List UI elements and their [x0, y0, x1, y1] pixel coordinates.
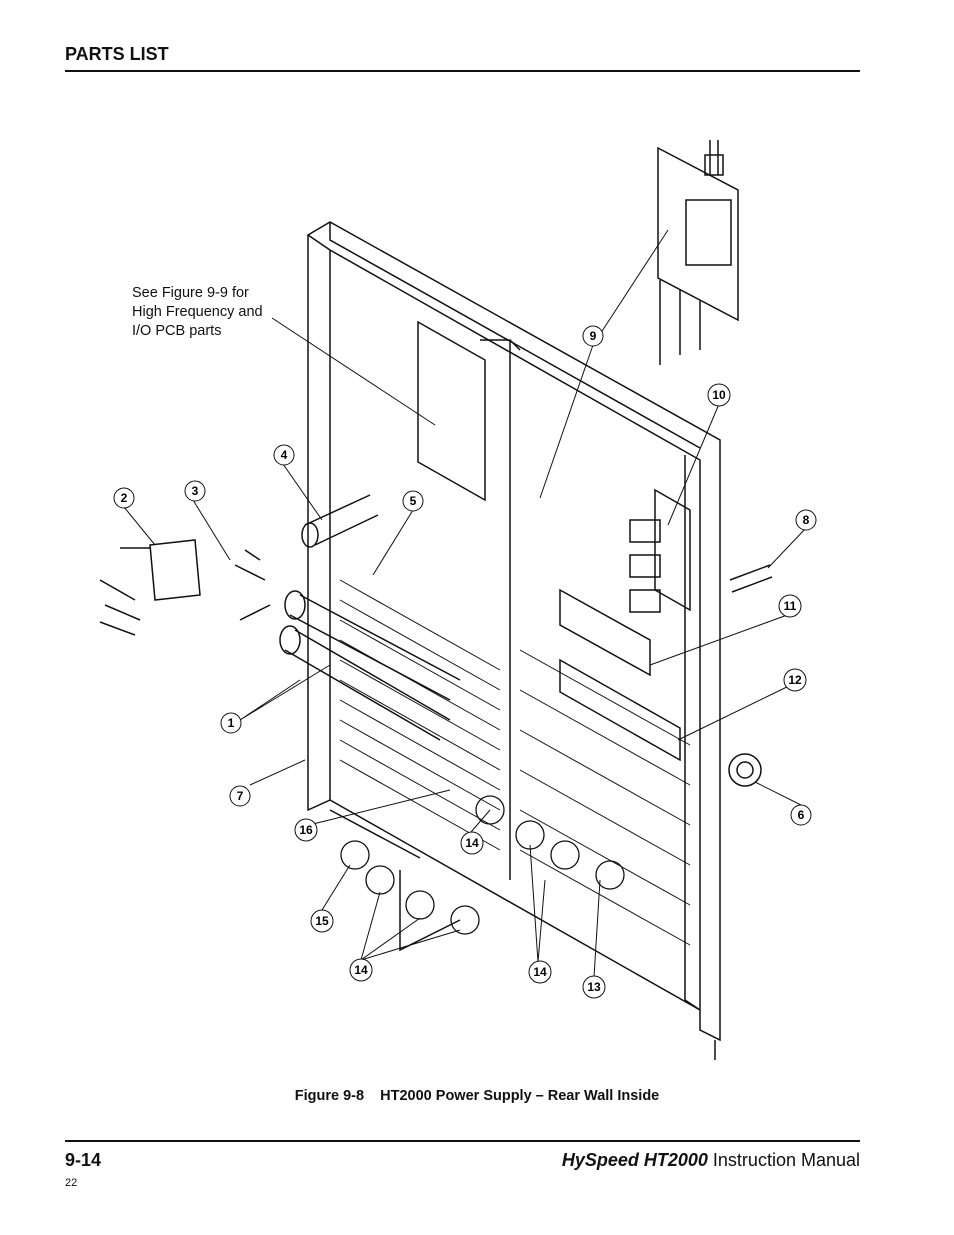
page-header-title: PARTS LIST	[65, 44, 169, 64]
connector-6	[728, 753, 762, 787]
callout-11: 11	[778, 594, 802, 618]
callout-1: 1	[220, 712, 242, 734]
page-number: 9-14	[65, 1150, 102, 1170]
callout-7: 7	[229, 785, 251, 807]
callout-6: 6	[790, 804, 812, 826]
svg-text:14: 14	[533, 965, 547, 979]
callout-2: 2	[113, 487, 135, 509]
svg-text:15: 15	[315, 914, 329, 928]
connector-8	[729, 564, 773, 593]
resistor-lower	[284, 629, 451, 741]
note-line: I/O PCB parts	[132, 323, 222, 339]
io-pcb	[657, 146, 739, 322]
svg-text:14: 14	[354, 963, 368, 977]
terminal-strip-lower	[559, 658, 681, 762]
note-line: See Figure 9-9 for	[132, 285, 249, 301]
svg-text:7: 7	[237, 789, 244, 803]
note-line: High Frequency and	[132, 304, 263, 320]
callout-4: 4	[273, 444, 295, 466]
manual-title: HySpeed HT2000 Instruction Manual	[562, 1150, 860, 1171]
fittings	[340, 795, 625, 935]
caption-title: HT2000 Power Supply – Rear Wall Inside	[380, 1088, 660, 1104]
callout-13: 13	[582, 975, 606, 999]
svg-text:6: 6	[798, 808, 805, 822]
terminal-block	[149, 539, 201, 601]
sheet-number: 22	[65, 1177, 78, 1189]
caption-number: Figure 9-8	[294, 1088, 365, 1104]
callout-12: 12	[783, 668, 807, 692]
callout-3: 3	[184, 480, 206, 502]
callout-14a: 14	[460, 831, 484, 855]
callouts: 1 2 3 4 5 6 7 8 9 10 11 12 13 14 14 14 1…	[113, 325, 817, 999]
callout-10: 10	[707, 383, 731, 407]
svg-text:14: 14	[465, 836, 479, 850]
footer-rule	[65, 1140, 860, 1142]
svg-text:13: 13	[587, 980, 601, 994]
svg-text:3: 3	[192, 484, 199, 498]
resistor-upper	[289, 594, 461, 701]
callout-16: 16	[294, 818, 318, 842]
manual-brand: HySpeed HT2000	[561, 1150, 708, 1170]
rear-wall-outline	[306, 221, 721, 1042]
svg-text:10: 10	[712, 388, 726, 402]
callout-8: 8	[795, 509, 817, 531]
svg-text:2: 2	[121, 491, 128, 505]
svg-text:5: 5	[410, 494, 417, 508]
svg-text:4: 4	[281, 448, 288, 462]
svg-text:1: 1	[228, 716, 235, 730]
manual-suffix: Instruction Manual	[707, 1150, 860, 1170]
vent-slots	[339, 579, 691, 946]
relay-board	[654, 488, 691, 612]
terminal-strip-upper	[559, 588, 651, 677]
callout-9: 9	[582, 325, 604, 347]
svg-text:11: 11	[784, 599, 797, 613]
header-rule	[65, 70, 860, 72]
svg-text:8: 8	[803, 513, 810, 527]
svg-text:9: 9	[590, 329, 597, 343]
callout-14b: 14	[349, 958, 373, 982]
leader-lines	[123, 229, 807, 978]
callout-5: 5	[402, 490, 424, 512]
svg-text:16: 16	[299, 823, 313, 837]
capacitor	[304, 494, 379, 546]
pcb-cutout	[417, 320, 486, 502]
callout-15: 15	[310, 909, 334, 933]
callout-14c: 14	[528, 960, 552, 984]
figure-note: See Figure 9-9 for High Frequency and I/…	[132, 284, 263, 341]
rear-wall-exploded-drawing: 1 2 3 4 5 6 7 8 9 10 11 12 13 14 14 14 1…	[99, 140, 817, 1060]
svg-text:12: 12	[788, 673, 802, 687]
figure-caption: Figure 9-8 HT2000 Power Supply – Rear Wa…	[0, 1088, 954, 1104]
